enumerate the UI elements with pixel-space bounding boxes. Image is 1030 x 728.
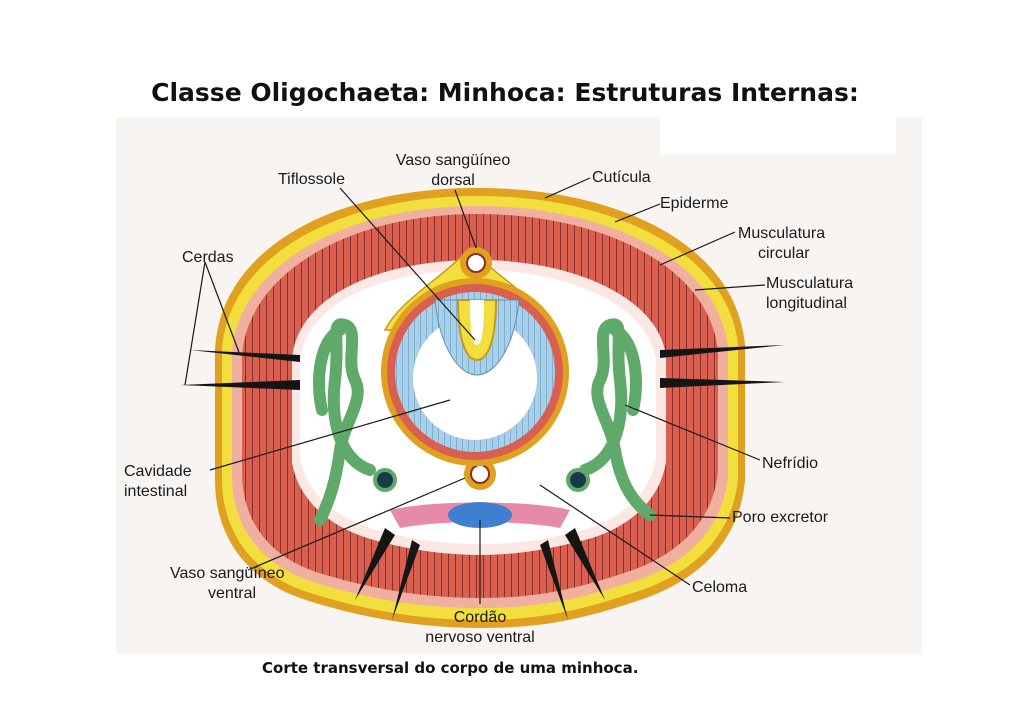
ventral-nerve-cord-shape [448,502,512,528]
leader-musc-long [694,284,766,291]
label-cerdas: Cerdas [182,249,234,266]
right-nephridium-loop [609,324,642,416]
leader-poro [649,514,731,519]
left-nephrostome-icon [373,468,397,492]
label-musc-circular-line1: Musculatura [738,225,825,242]
leader-musc-circular [659,231,736,266]
label-vaso-dorsal-line2: dorsal [431,172,475,189]
label-vaso-dorsal-line1: Vaso sangüíneo [396,152,511,169]
page-title: Classe Oligochaeta: Minhoca: Estruturas … [151,78,859,107]
leader-epiderme [614,203,661,223]
leader-cavidade [209,399,451,471]
right-nephrostome-icon [566,468,590,492]
leader-celoma [539,484,691,586]
leader-cerdas-1 [184,261,206,386]
leader-lines [184,177,766,604]
label-poro: Poro excretor [732,509,829,526]
label-vaso-ventral-line2: ventral [208,585,256,602]
label-cordao-line1: Cordão [454,609,507,626]
seta-right-lower [660,378,785,388]
typhlosole-lumen [470,300,484,345]
left-nephridium-loop [313,324,346,416]
label-vaso-ventral-line1: Vaso sangüíneo [170,565,285,582]
leader-tiflossole [339,187,476,341]
leader-cuticula [544,177,591,199]
seta-left-lower [180,380,300,390]
label-musc-long-line1: Musculatura [766,275,853,292]
figure-caption: Corte transversal do corpo de uma minhoc… [262,659,639,677]
panel-notch [660,118,896,154]
leader-cerdas-2 [204,261,241,356]
label-musc-circular-line2: circular [758,245,810,262]
seta-ventral-3 [540,540,568,620]
intestine [381,278,569,466]
right-nephridium [579,318,656,521]
nephridia [313,318,656,526]
label-musc-long-line2: longitudinal [766,295,847,312]
leader-vaso-dorsal [454,189,477,249]
seta-ventral-2 [392,540,420,620]
leader-vaso-ventral [247,477,466,571]
label-cavidade-line2: intestinal [124,483,187,500]
ventral-structures [390,458,570,528]
seta-right-upper [660,345,785,358]
label-cavidade-line1: Cavidade [124,463,192,480]
label-cordao-line2: nervoso ventral [425,629,534,646]
leader-nefridio [624,404,761,461]
left-nephridium [314,318,376,526]
label-celoma: Celoma [692,579,747,596]
label-tiflossole: Tiflossole [278,171,345,188]
label-nefridio: Nefrídio [762,455,818,472]
seta-left-upper [190,350,300,362]
label-epiderme: Epiderme [660,195,729,212]
ventral-vessel-lumen [470,464,490,484]
setae [180,345,785,620]
dorsal-vessel-lumen [466,253,486,273]
seta-ventral-1 [355,528,395,600]
seta-ventral-4 [565,528,605,600]
label-cuticula: Cutícula [592,169,651,186]
